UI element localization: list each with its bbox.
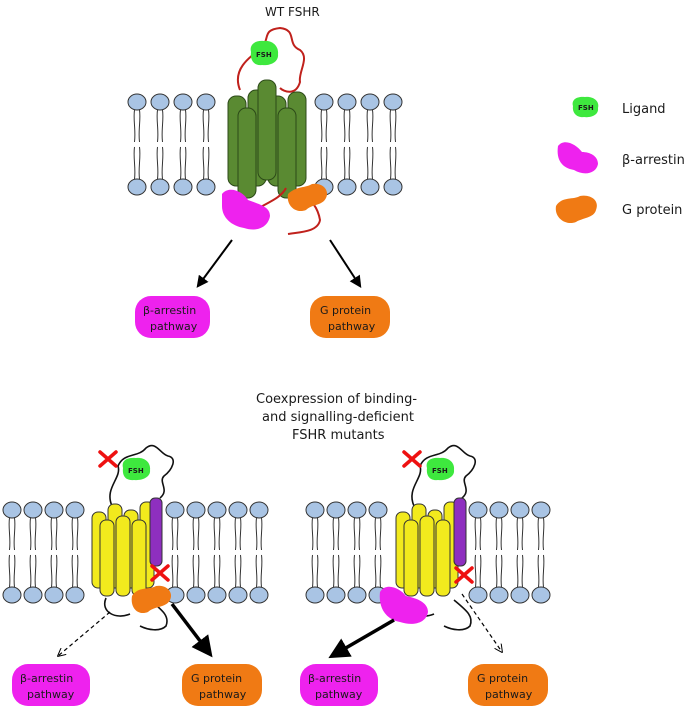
right-arrow-barrestin — [328, 618, 395, 659]
legend-ligand-icon: FSH — [572, 96, 599, 118]
right-signal-block-x — [454, 566, 474, 584]
svg-text:G protein: G protein — [191, 672, 242, 685]
svg-text:pathway: pathway — [485, 688, 533, 701]
svg-text:pathway: pathway — [199, 688, 247, 701]
bottom-left-receptor: FSH — [91, 444, 175, 631]
top-arrow-barrestin — [196, 239, 233, 288]
right-binding-block-x — [402, 450, 422, 468]
svg-text:pathway: pathway — [150, 320, 198, 333]
svg-text:FSH: FSH — [128, 467, 144, 475]
svg-text:FSHR mutants: FSHR mutants — [292, 428, 385, 443]
svg-text:FSH: FSH — [432, 467, 448, 475]
left-ligand: FSH — [122, 457, 151, 481]
svg-text:β-arrestin: β-arrestin — [20, 672, 73, 685]
right-pathway-gprotein: G protein pathway — [468, 664, 548, 706]
right-extracellular-loop — [411, 444, 477, 507]
right-mutant-helices — [395, 501, 459, 597]
wt-gprotein — [287, 183, 328, 212]
legend-gprotein-label: G protein — [622, 203, 682, 218]
left-mutant-helices — [91, 501, 155, 597]
right-barrestin — [379, 586, 428, 624]
top-pathway-barrestin: β-arrestin pathway — [135, 296, 210, 338]
svg-text:G protein: G protein — [477, 672, 528, 685]
right-purple-helix — [453, 497, 467, 567]
legend-ligand-label: Ligand — [622, 102, 666, 117]
left-extracellular-loop — [109, 444, 175, 507]
svg-text:pathway: pathway — [27, 688, 75, 701]
wt-ligand: FSH — [250, 40, 279, 66]
bottom-title: Coexpression of binding- and signalling-… — [256, 392, 417, 443]
top-pathway-gprotein: G protein pathway — [310, 296, 390, 338]
wt-receptor: FSH — [222, 26, 328, 235]
left-arrow-gprotein — [170, 602, 213, 658]
wt-helix-bundle — [227, 79, 307, 199]
wt-ligand-text: FSH — [256, 51, 272, 59]
svg-text:β-arrestin: β-arrestin — [143, 304, 196, 317]
svg-text:β-arrestin: β-arrestin — [308, 672, 361, 685]
svg-text:FSH: FSH — [578, 104, 594, 112]
left-arrow-barrestin-dashed — [58, 611, 111, 656]
left-pathway-gprotein: G protein pathway — [182, 664, 262, 706]
bottom-right-receptor: FSH — [379, 444, 477, 631]
wt-barrestin — [222, 189, 270, 230]
right-ligand: FSH — [426, 457, 455, 481]
svg-text:pathway: pathway — [315, 688, 363, 701]
left-binding-block-x — [98, 450, 118, 468]
top-title: WT FSHR — [265, 5, 320, 19]
left-pathway-barrestin: β-arrestin pathway — [12, 664, 90, 706]
left-signal-block-x — [150, 564, 170, 582]
svg-text:G protein: G protein — [320, 304, 371, 317]
legend-barrestin-label: β-arrestin — [622, 153, 685, 168]
legend: FSH Ligand β-arrestin G protein — [555, 96, 685, 224]
right-arrow-gprotein-dashed — [461, 593, 502, 652]
svg-text:Coexpression of binding-: Coexpression of binding- — [256, 392, 417, 407]
svg-text:pathway: pathway — [328, 320, 376, 333]
top-arrow-gprotein — [329, 239, 362, 289]
legend-gprotein-icon — [555, 195, 597, 224]
svg-text:and signalling-deficient: and signalling-deficient — [262, 410, 414, 425]
left-intracellular-loop — [103, 597, 168, 631]
left-gprotein — [131, 585, 172, 614]
right-pathway-barrestin: β-arrestin pathway — [300, 664, 378, 706]
left-purple-helix — [149, 497, 163, 567]
legend-barrestin-icon — [557, 142, 598, 174]
